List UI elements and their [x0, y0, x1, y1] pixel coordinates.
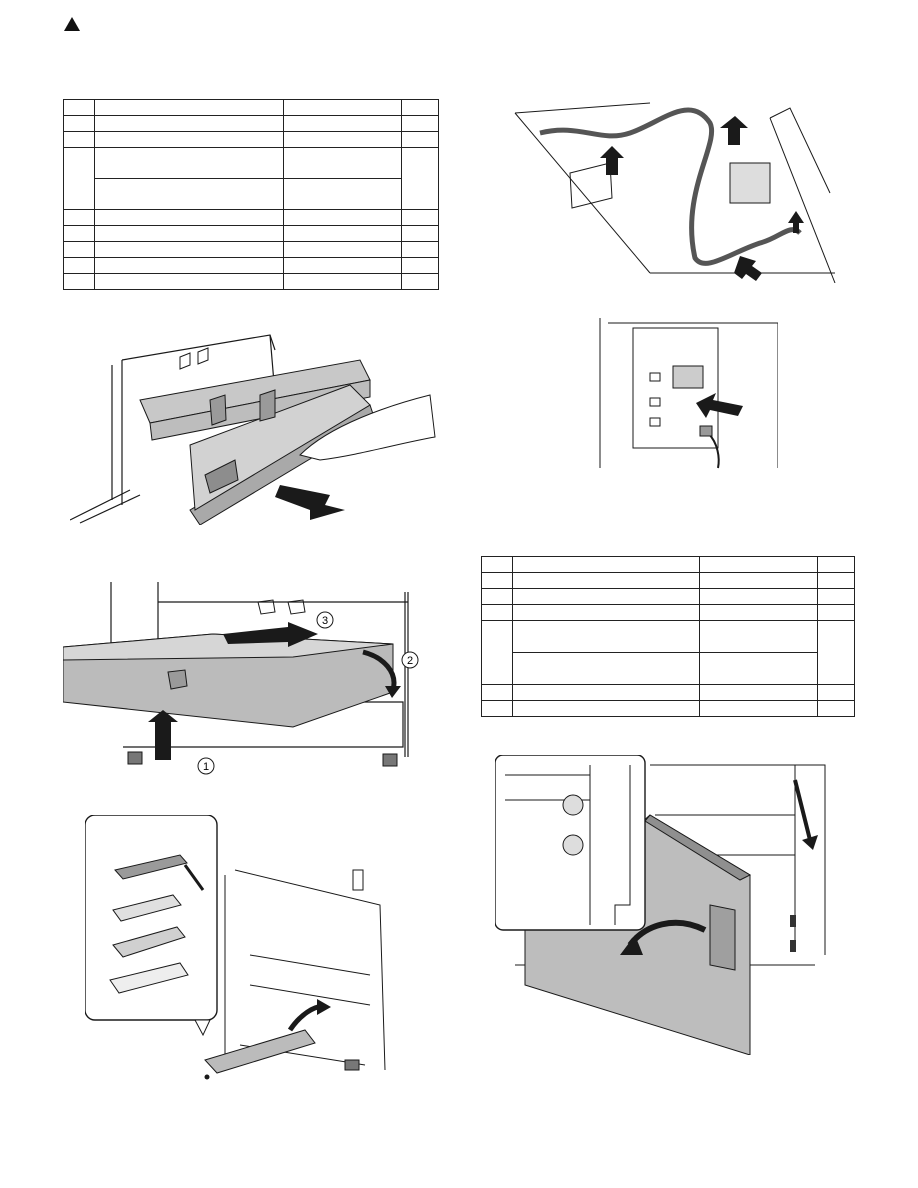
parts-table-right: [481, 556, 855, 717]
table-row: [63, 131, 439, 148]
table-header-row: [481, 556, 855, 573]
step-3-callout: 3: [322, 615, 328, 627]
table-row: [482, 652, 855, 685]
table-row: [63, 241, 439, 258]
table-row: [481, 588, 855, 605]
step-1-callout: 1: [203, 761, 209, 773]
table-row: [64, 178, 439, 210]
tray-removal-steps-illustration: 1 2 3: [63, 582, 419, 775]
table-row: [63, 225, 439, 242]
tray-pull-out-illustration: [70, 334, 436, 525]
table-row: [63, 209, 439, 226]
table-header-row: [63, 99, 439, 116]
table-row: [63, 257, 439, 274]
parts-table-left: [63, 99, 439, 290]
table-row: [63, 273, 439, 290]
side-cover-removal-illustration: [495, 755, 826, 1055]
table-row: [481, 620, 855, 685]
table-row: [481, 572, 855, 589]
step-2-callout: 2: [407, 655, 413, 667]
connector-illustration: [599, 318, 778, 469]
table-row: [63, 147, 439, 210]
table-row: [481, 684, 855, 701]
table-row: [481, 604, 855, 621]
table-row: [63, 115, 439, 132]
table-row: [481, 700, 855, 717]
harness-routing-illustration: [514, 102, 836, 283]
warning-triangle-icon: [64, 17, 80, 31]
base-plate-assembly-illustration: [85, 815, 386, 1080]
